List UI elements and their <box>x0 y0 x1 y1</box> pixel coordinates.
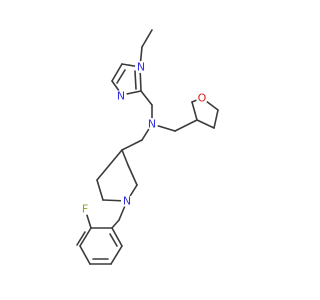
bond <box>116 69 126 84</box>
bond <box>121 149 129 166</box>
bond <box>111 63 123 82</box>
bond <box>196 119 215 129</box>
bond <box>191 101 198 121</box>
atom-o-thf: O <box>198 92 207 105</box>
molecule-structure-diagram: N N N O N F <box>76 29 219 265</box>
atom-labels: N N N O N F <box>79 61 208 216</box>
fluorine-label: F <box>79 203 91 216</box>
label-backdrop <box>79 203 91 215</box>
amine-n-label: N <box>146 118 158 131</box>
bond-layer <box>76 29 219 265</box>
atom-fluorine: F <box>82 203 88 216</box>
imidazole-n3-label: N <box>115 90 127 103</box>
label-backdrop <box>121 195 133 207</box>
bond <box>140 90 153 106</box>
atom-n-imidazole-3: N <box>117 90 125 103</box>
label-backdrop <box>115 90 127 102</box>
piperidine-n-label: N <box>121 195 133 208</box>
imidazole-n1-label: N <box>135 61 147 74</box>
bond <box>111 219 120 229</box>
atom-n-imidazole-1: N <box>137 61 145 74</box>
label-backdrop <box>196 92 208 104</box>
thf-o-label: O <box>196 92 208 105</box>
bond <box>134 70 137 90</box>
atom-n-amine: N <box>148 118 156 131</box>
bond <box>110 245 123 265</box>
bond <box>111 227 123 247</box>
bond <box>109 233 118 247</box>
bond <box>141 29 153 48</box>
atom-n-piperidine: N <box>123 195 131 208</box>
bond <box>79 227 92 247</box>
bond <box>79 245 91 265</box>
label-backdrop <box>146 118 158 130</box>
bond <box>213 109 219 129</box>
bond <box>96 179 104 201</box>
bond <box>121 139 143 151</box>
bond <box>174 119 198 132</box>
bond <box>127 164 138 186</box>
label-backdrop <box>135 61 147 73</box>
bond <box>96 149 123 181</box>
bond <box>76 231 86 246</box>
